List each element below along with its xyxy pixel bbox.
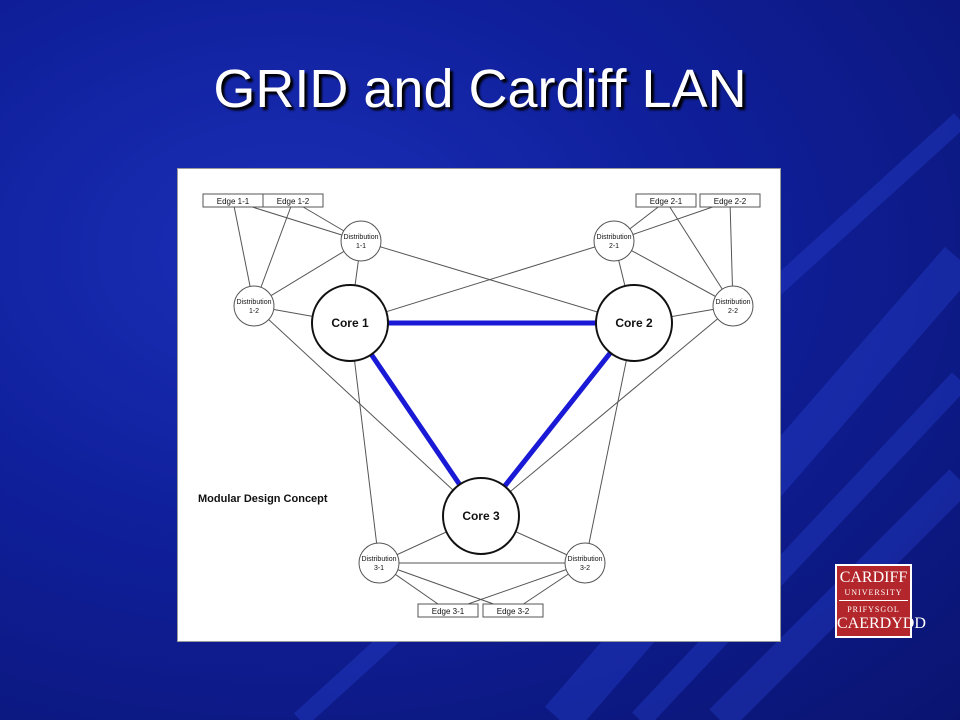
distribution-node-d32 — [564, 542, 606, 584]
core-label: Core 1 — [331, 316, 369, 330]
edge-switch-e12 — [262, 193, 324, 208]
distribution-number: 2-1 — [609, 243, 619, 250]
edge-label: Edge 3-1 — [432, 607, 465, 616]
logo-line-2: UNIVERSITY — [844, 588, 903, 597]
core-link-c2-c3 — [479, 321, 636, 518]
edge-label: Edge 2-1 — [650, 197, 683, 206]
distribution-number: 1-1 — [356, 243, 366, 250]
edge-label: Edge 1-2 — [277, 197, 310, 206]
link-d32-c2 — [584, 322, 635, 564]
distribution-label: Distribution — [715, 299, 750, 306]
distribution-node-d12 — [233, 285, 275, 327]
logo-line-1: CARDIFF — [839, 569, 908, 586]
edge-switch-e32 — [482, 603, 544, 618]
distribution-label: Distribution — [343, 234, 378, 241]
edge-switch-e31 — [417, 603, 479, 618]
link-e21-d22 — [665, 200, 734, 307]
distribution-node-d11 — [340, 220, 382, 262]
edge-switch-e21 — [635, 193, 697, 208]
link-d21-d22 — [613, 240, 734, 307]
distribution-number: 3-1 — [374, 565, 384, 572]
link-d11-d12 — [253, 240, 362, 307]
link-d12-c3 — [253, 305, 482, 517]
logo-line-4: CAERDYDD — [837, 615, 926, 632]
link-e32-d31 — [378, 562, 514, 612]
core-label: Core 2 — [615, 316, 653, 330]
distribution-number: 3-2 — [580, 565, 590, 572]
logo-divider — [839, 600, 908, 601]
link-d21-c1 — [349, 240, 615, 324]
edge-switch-e22 — [699, 193, 761, 208]
edge-label: Edge 1-1 — [217, 197, 250, 206]
diagram-caption: Modular Design Concept — [198, 493, 328, 505]
distribution-label: Distribution — [567, 556, 602, 563]
logo-line-3: PRIFYSGOL — [847, 605, 900, 614]
core-node-c1 — [311, 284, 389, 362]
distribution-label: Distribution — [596, 234, 631, 241]
distribution-node-d31 — [358, 542, 400, 584]
edge-label: Edge 2-2 — [714, 197, 747, 206]
core-label: Core 3 — [462, 509, 500, 523]
distribution-node-d21 — [593, 220, 635, 262]
distribution-number: 2-2 — [728, 308, 738, 315]
slide-title: GRID and Cardiff LAN — [213, 59, 747, 119]
distribution-number: 1-2 — [249, 308, 259, 315]
core-node-c3 — [442, 477, 520, 555]
core-node-c2 — [595, 284, 673, 362]
cardiff-university-logo: CARDIFF UNIVERSITY PRIFYSGOL CAERDYDD — [835, 564, 926, 638]
distribution-label: Distribution — [361, 556, 396, 563]
link-e31-d32 — [447, 562, 586, 612]
edge-label: Edge 3-2 — [497, 607, 530, 616]
link-d22-c3 — [480, 305, 734, 517]
distribution-label: Distribution — [236, 299, 271, 306]
distribution-node-d22 — [712, 285, 754, 327]
link-e11-d11 — [232, 200, 362, 242]
link-d11-c2 — [360, 240, 635, 324]
link-d31-c1 — [349, 322, 380, 564]
